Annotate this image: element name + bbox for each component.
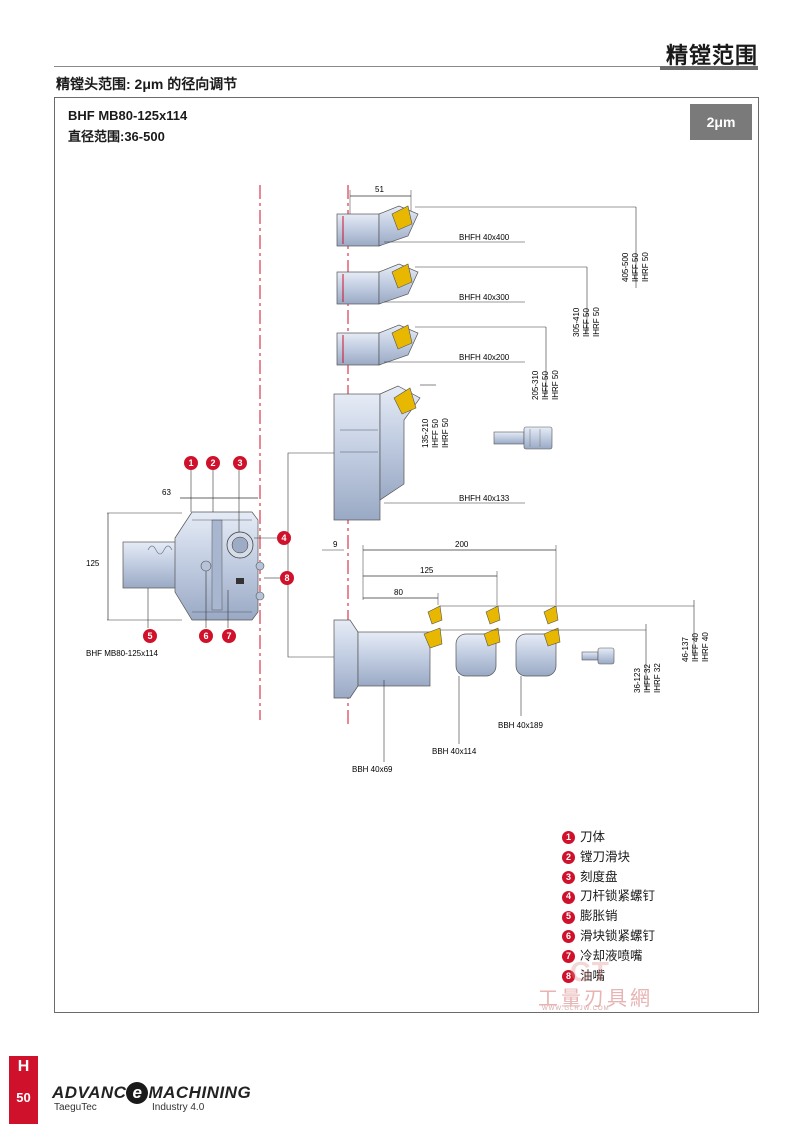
svg-text:6: 6 — [203, 631, 208, 641]
label-bhfh-300: BHFH 40x300 — [459, 293, 510, 302]
diameter-range: 直径范围:36-500 — [68, 129, 165, 144]
callout-2 — [206, 456, 220, 470]
range-r5-b: IHFF 40 — [691, 633, 700, 662]
bar-bhfh-200 — [336, 324, 419, 366]
range-r6-c: IHRF 32 — [653, 663, 662, 693]
brand-sub-right: Industry 4.0 — [152, 1102, 205, 1113]
callout-1 — [184, 456, 198, 470]
range-r2-a: 305-410 — [572, 307, 581, 337]
label-bhfh-133: BHFH 40x133 — [459, 494, 510, 503]
range-r4-c: IHRF 50 — [441, 418, 450, 448]
range-r2-b: IHFF 50 — [582, 308, 591, 337]
insert-icon — [543, 605, 559, 625]
svg-text:1: 1 — [188, 458, 193, 468]
callout-7 — [222, 629, 236, 643]
diagram-frame — [54, 97, 759, 1013]
range-r3-a: 205-310 — [531, 370, 540, 400]
section-tab: H 50 — [9, 1056, 38, 1124]
bar-bbh-114 — [455, 627, 501, 677]
bar-bhfh-133 — [333, 385, 421, 521]
svg-text:3: 3 — [237, 458, 242, 468]
page-title: 精镗范围 — [665, 43, 758, 68]
insert-icon — [427, 605, 443, 625]
range-r5-a: 46-137 — [681, 637, 690, 662]
model-title: BHF MB80-125x114 — [68, 108, 188, 123]
range-r3-b: IHFF 50 — [541, 371, 550, 400]
watermark-logo: GT — [570, 956, 609, 987]
dim-125: 125 — [86, 559, 100, 568]
range-r3-c: IHRF 50 — [551, 370, 560, 400]
insert-icon — [423, 627, 443, 649]
insert-icon — [393, 387, 417, 415]
label-bbh-69: BBH 40x69 — [352, 765, 393, 774]
precision-badge: 2μm — [690, 104, 752, 140]
range-r6-a: 36-123 — [633, 668, 642, 693]
label-bbh-114: BBH 40x114 — [432, 747, 477, 756]
bar-bbh-189 — [515, 627, 561, 677]
page-number: 50 — [16, 1090, 31, 1105]
insert-icon — [485, 605, 501, 625]
callout-3 — [233, 456, 247, 470]
svg-text:7: 7 — [226, 631, 231, 641]
callout-5 — [143, 629, 157, 643]
callout-8 — [280, 571, 294, 585]
screw-icon — [493, 426, 553, 450]
dim-125b: 125 — [420, 566, 434, 575]
dim-80: 80 — [394, 588, 403, 597]
title-rule-accent — [660, 66, 758, 70]
callout-6 — [199, 629, 213, 643]
insert-icon — [391, 263, 413, 289]
title-rule — [54, 66, 758, 67]
label-bhfh-200: BHFH 40x200 — [459, 353, 510, 362]
range-r6-b: IHFF 32 — [643, 664, 652, 693]
bar-bhfh-400 — [336, 205, 419, 247]
range-r1-b: IHFF 50 — [631, 253, 640, 282]
range-r2-c: IHRF 50 — [592, 307, 601, 337]
callout-4 — [277, 531, 291, 545]
bar-bhfh-300 — [336, 263, 419, 305]
insert-icon — [391, 205, 413, 231]
screw-small-icon — [581, 647, 615, 665]
head-label: BHF MB80-125x114 — [86, 649, 158, 658]
svg-text:2: 2 — [210, 458, 215, 468]
label-bbh-189: BBH 40x189 — [498, 721, 543, 730]
insert-icon — [391, 324, 413, 350]
range-r1-c: IHRF 50 — [641, 252, 650, 282]
watermark-url: WWW.GLRJW.COM — [542, 1006, 610, 1012]
svg-text:5: 5 — [147, 631, 152, 641]
range-r5-c: IHRF 40 — [701, 632, 710, 662]
boring-head: 125 63 — [86, 488, 265, 621]
dim-9: 9 — [333, 540, 338, 549]
tab-letter: H — [17, 1058, 30, 1075]
dim-63: 63 — [162, 488, 171, 497]
range-r1-a: 405-500 — [621, 252, 630, 282]
svg-text:8: 8 — [284, 573, 289, 583]
bar-bbh-69 — [333, 619, 443, 699]
brand-sub-left: TaeguTec — [54, 1102, 97, 1113]
dim-51: 51 — [375, 185, 384, 194]
section-heading: 精镗头范围: 2μm 的径向调节 — [56, 76, 238, 92]
range-r4-b: IHFF 50 — [431, 419, 440, 448]
range-r4-a: 135-210 — [421, 418, 430, 448]
dim-200: 200 — [455, 540, 469, 549]
svg-text:4: 4 — [281, 533, 286, 543]
label-bhfh-400: BHFH 40x400 — [459, 233, 510, 242]
watermark-text: 工量刃具網 — [538, 986, 653, 1010]
